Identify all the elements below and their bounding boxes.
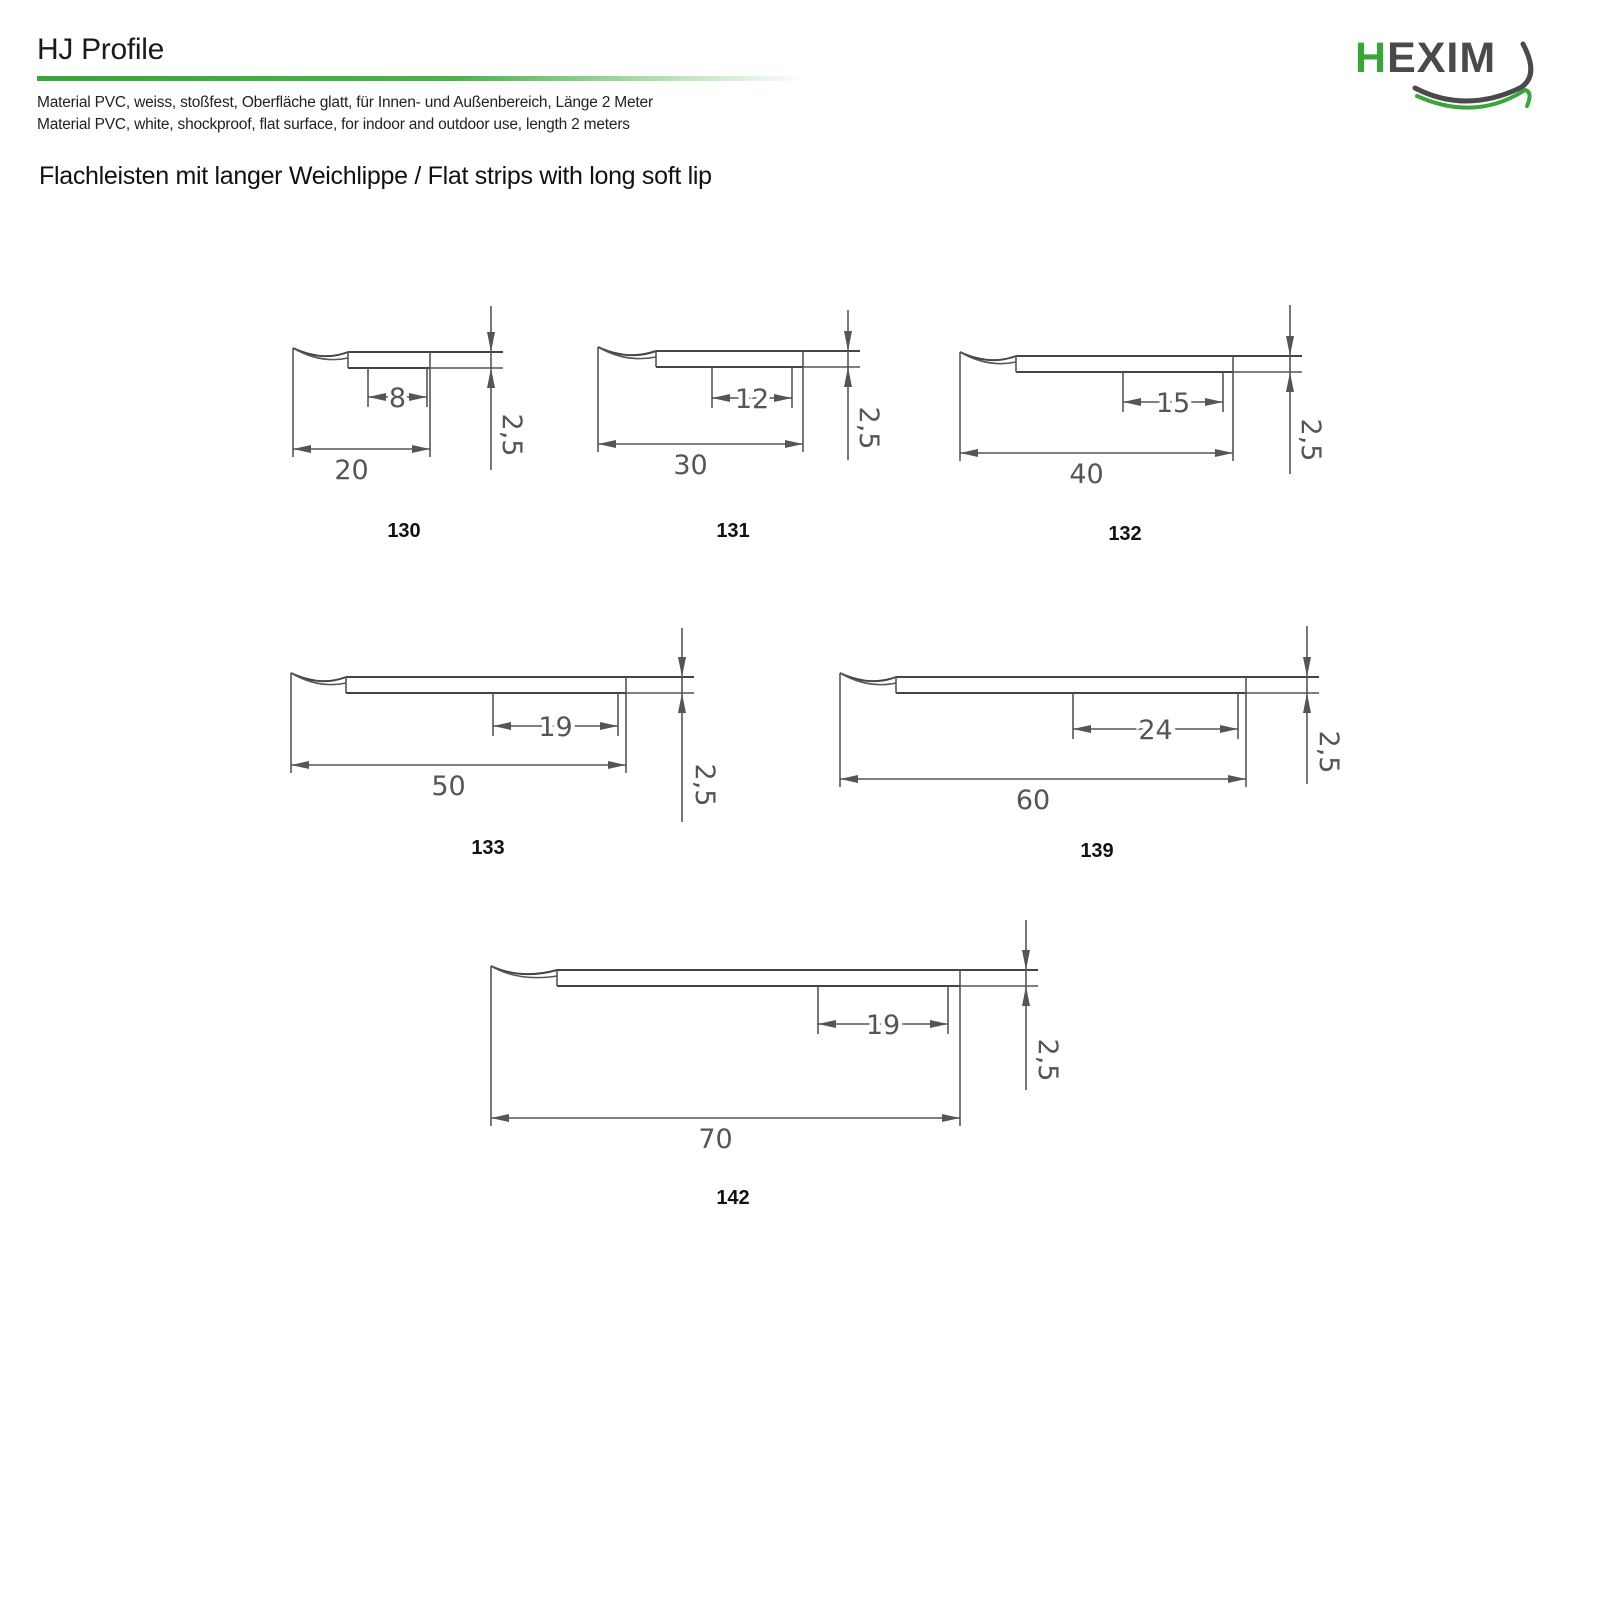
profile-131: 12 30 2,5 131 <box>597 310 884 542</box>
thickness-arrow-bottom <box>1303 693 1311 713</box>
thickness-arrow-top <box>844 331 852 351</box>
inner-dim-arrow-left <box>493 722 511 730</box>
width-dimension-value: 40 <box>1069 459 1103 490</box>
inner-dimension-value: 24 <box>1138 715 1172 746</box>
profile-number: 131 <box>716 520 749 542</box>
profile-number: 142 <box>716 1187 749 1209</box>
soft-lip-inner <box>959 351 1017 365</box>
title-divider <box>37 76 807 81</box>
inner-dim-arrow-right <box>930 1020 948 1028</box>
inner-dim-arrow-left <box>368 393 386 401</box>
inner-dimension-value: 8 <box>389 383 406 414</box>
thickness-arrow-top <box>1286 336 1294 356</box>
profile-130: 8 20 2,5 130 <box>292 306 527 542</box>
thickness-arrow-top <box>487 332 495 352</box>
thickness-arrow-bottom <box>1022 986 1030 1006</box>
spec-english: Material PVC, white, shockproof, flat su… <box>37 116 630 133</box>
profile-139: 24 60 2,5 139 <box>839 626 1344 862</box>
width-dimension-value: 20 <box>334 455 368 486</box>
width-dimension-value: 60 <box>1016 785 1050 816</box>
profile-number: 139 <box>1080 840 1113 862</box>
page-title: HJ Profile <box>37 33 165 66</box>
width-dim-arrow-left <box>293 445 311 453</box>
thickness-dimension-value: 2,5 <box>1313 731 1344 774</box>
width-dim-arrow-right <box>1228 775 1246 783</box>
inner-dim-arrow-left <box>1073 725 1091 733</box>
inner-dimension-value: 19 <box>866 1010 900 1041</box>
soft-lip-inner <box>839 672 897 686</box>
thickness-arrow-bottom <box>678 693 686 713</box>
inner-dim-arrow-right <box>1205 398 1223 406</box>
thickness-dimension-value: 2,5 <box>496 414 527 457</box>
profile-142: 19 70 2,5 142 <box>490 920 1063 1209</box>
thickness-dimension-value: 2,5 <box>853 407 884 450</box>
profile-number: 130 <box>387 520 420 542</box>
profile-number: 132 <box>1108 523 1141 545</box>
logo-swoosh-icon <box>1412 41 1534 110</box>
thickness-arrow-bottom <box>1286 372 1294 392</box>
thickness-dimension-value: 2,5 <box>1032 1039 1063 1082</box>
width-dimension-value: 30 <box>673 450 707 481</box>
inner-dim-arrow-right <box>774 394 792 402</box>
inner-dim-arrow-right <box>409 393 427 401</box>
logo-letters-rest: EXIM <box>1387 34 1497 82</box>
profile-number: 133 <box>471 837 504 859</box>
spec-german: Material PVC, weiss, stoßfest, Oberfläch… <box>37 94 653 111</box>
thickness-arrow-top <box>1022 950 1030 970</box>
inner-dim-arrow-right <box>1220 725 1238 733</box>
width-dim-arrow-left <box>960 449 978 457</box>
profile-132: 15 40 2,5 132 <box>959 305 1326 545</box>
thickness-arrow-bottom <box>844 367 852 387</box>
soft-lip-inner <box>290 672 347 686</box>
width-dim-arrow-right <box>412 445 430 453</box>
inner-dim-arrow-right <box>600 722 618 730</box>
inner-dimension-value: 19 <box>538 712 572 743</box>
profile-133: 19 50 2,5 133 <box>290 628 720 859</box>
soft-lip-inner <box>292 347 349 361</box>
logo-wordmark: HEXIM <box>1355 34 1496 83</box>
logo-letter-h: H <box>1355 34 1388 82</box>
width-dim-arrow-left <box>598 440 616 448</box>
width-dim-arrow-right <box>785 440 803 448</box>
width-dim-arrow-right <box>1215 449 1233 457</box>
thickness-dimension-value: 2,5 <box>689 764 720 807</box>
width-dimension-value: 70 <box>698 1124 732 1155</box>
width-dim-arrow-right <box>942 1114 960 1122</box>
thickness-arrow-top <box>678 657 686 677</box>
section-heading: Flachleisten mit langer Weichlippe / Fla… <box>39 162 712 190</box>
width-dim-arrow-left <box>291 761 309 769</box>
soft-lip-inner <box>490 965 558 979</box>
width-dim-arrow-left <box>491 1114 509 1122</box>
inner-dimension-value: 12 <box>735 384 769 415</box>
thickness-arrow-top <box>1303 657 1311 677</box>
thickness-dimension-value: 2,5 <box>1295 419 1326 462</box>
width-dim-arrow-right <box>608 761 626 769</box>
inner-dim-arrow-left <box>712 394 730 402</box>
inner-dim-arrow-left <box>1123 398 1141 406</box>
inner-dim-arrow-left <box>818 1020 836 1028</box>
inner-dimension-value: 15 <box>1156 388 1190 419</box>
width-dim-arrow-left <box>840 775 858 783</box>
width-dimension-value: 50 <box>431 771 465 802</box>
soft-lip-inner <box>597 346 657 360</box>
thickness-arrow-bottom <box>487 368 495 388</box>
hexim-logo: HEXIM <box>1355 26 1575 116</box>
